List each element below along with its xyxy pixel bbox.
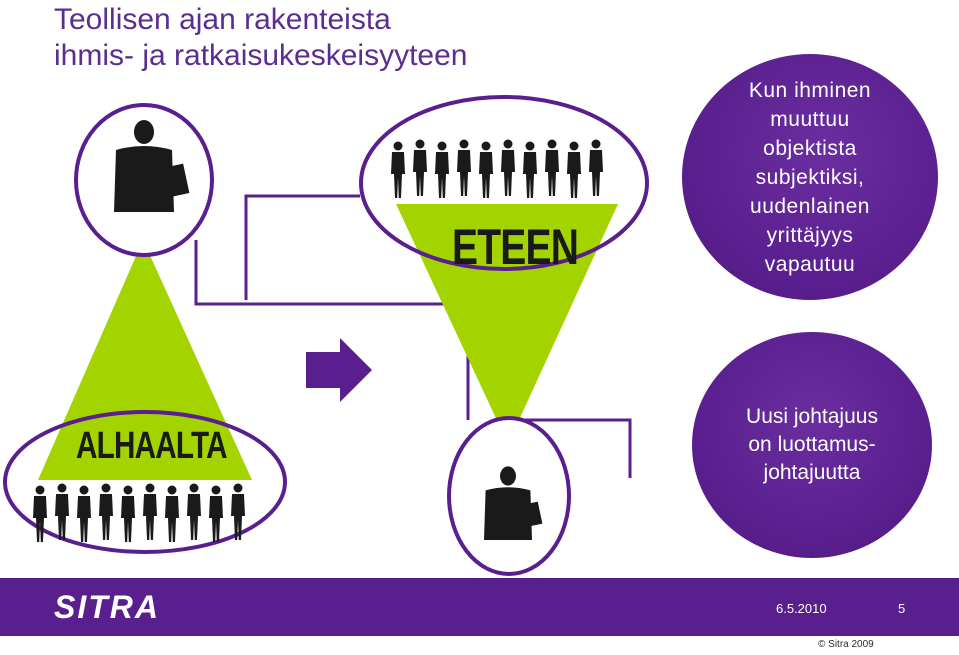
crowd-icon-bottom <box>33 483 245 542</box>
sitra-logo: SITRA <box>54 589 160 625</box>
crowd-icon-top <box>391 139 603 198</box>
page-number: 5 <box>898 601 906 616</box>
upward-triangle <box>38 240 252 480</box>
businessman-icon <box>114 120 190 212</box>
bubble-top-text: Kun ihminen muuttuu objektista subjektik… <box>748 78 872 276</box>
circle-crowd-bottom <box>3 410 287 554</box>
title-line-2: ihmis- ja ratkaisukeskeisyyteen <box>54 39 468 72</box>
footer-bar <box>0 578 959 636</box>
bubble-top: Kun ihminen muuttuu objektista subjektik… <box>682 54 938 300</box>
bubble-bottom: Uusi johtajuus on luottamus- johtajuutta <box>692 332 932 558</box>
arrow-right-icon <box>306 338 372 402</box>
circle-crowd-top <box>359 95 649 271</box>
eteen-label: ETEEN <box>452 219 579 275</box>
businessman-icon-small <box>484 466 543 540</box>
title-line-1: Teollisen ajan rakenteista <box>54 3 391 36</box>
connector-top <box>244 194 360 300</box>
footer-date: 6.5.2010 <box>776 601 827 616</box>
bubble-bottom-text: Uusi johtajuus on luottamus- johtajuutta <box>746 405 878 484</box>
connector-mid <box>194 240 470 420</box>
copyright: © Sitra 2009 <box>818 639 874 650</box>
slide-title: Teollisen ajan rakenteista ihmis- ja rat… <box>54 2 467 74</box>
alhaalta-label: ALHAALTA <box>76 425 227 467</box>
